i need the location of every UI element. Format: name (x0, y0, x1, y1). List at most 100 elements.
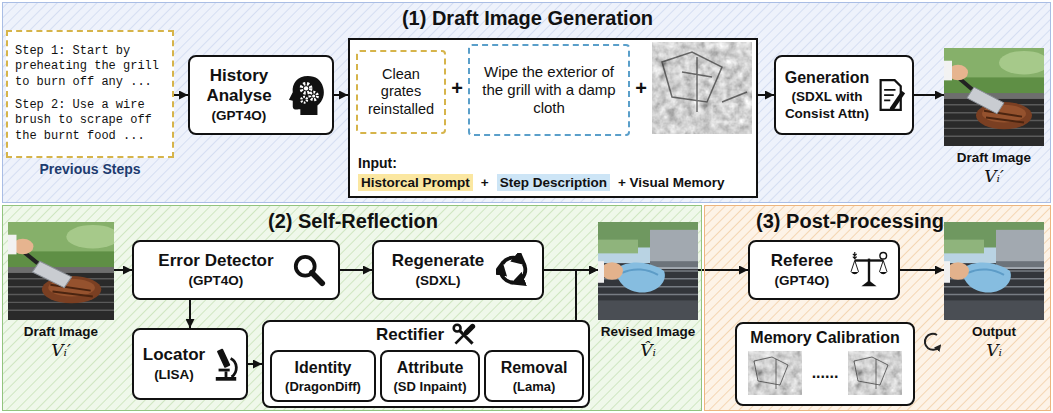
image-tile: Draft ImageVᵢ′ (944, 48, 1044, 187)
node-text: Rectifier (376, 324, 444, 346)
grill-photo (8, 222, 114, 320)
flow-arrow (174, 94, 188, 96)
process-box: Generation(SDXL with Consist Attn) (774, 55, 914, 135)
node-text: V̂ᵢ (598, 340, 698, 361)
caption-holder: Previous Steps (0, 161, 182, 177)
node-text: ...... (812, 364, 839, 382)
text-column: Attribute(SD Inpaint) (388, 358, 472, 395)
node-text: Draft Image (944, 150, 1044, 166)
scale-icon (868, 259, 870, 283)
node-text: Revised Image (598, 324, 698, 340)
node-text: Removal (501, 358, 568, 377)
node-text: Draft Image (8, 324, 114, 340)
node-text: Step 2: Use a wire brush to scrape off t… (15, 98, 165, 145)
text-column: Identity (DragonDiff) (278, 358, 368, 395)
memory-image (848, 351, 902, 395)
process-box: History Analyse(GPT4O) (188, 55, 334, 135)
text-column: Referee(GPT4O) (760, 251, 844, 290)
grill-photo (598, 261, 604, 283)
history-steps-box: Step 1: Start by preheating the grill to… (6, 30, 174, 158)
microscope-icon (219, 369, 230, 372)
node-text: + (478, 174, 492, 191)
text-column: Clean grates reinstalled (364, 66, 438, 118)
text-column: Removal(Lama) (492, 358, 576, 395)
group-title-holder: Rectifier (264, 323, 588, 347)
grill-photo (616, 263, 665, 293)
text-column: Locator(LISA) (141, 345, 207, 384)
node-text: (LISA) (154, 367, 194, 383)
text-column: Error Detector(GPT4O) (146, 251, 286, 290)
flow-arrow (758, 94, 774, 96)
node-text: Wipe the exterior of the grill with a da… (476, 63, 622, 117)
memory-image (662, 52, 747, 112)
grill-photo (598, 222, 698, 320)
process-box: Error Detector(GPT4O) (132, 240, 340, 300)
head-icon (301, 97, 307, 103)
node-text: Regenerate (392, 251, 485, 271)
flow-arrow (248, 363, 262, 365)
memory-image (712, 104, 737, 122)
node-text: Step 1: Start by preheating the grill to… (15, 44, 165, 91)
grill-photo (962, 263, 1011, 293)
grill-photo (8, 235, 16, 255)
recycle-icon (501, 268, 513, 282)
grill-photo (650, 230, 698, 269)
text-column: History Analyse(GPT4O) (196, 66, 282, 125)
scale-icon (851, 261, 887, 272)
node-text: Attribute (397, 358, 464, 377)
grill-photo (944, 261, 950, 283)
text-column: Regenerate(SDXL) (386, 251, 490, 290)
grill-photo (50, 285, 92, 297)
node-text: (2) Self-Reflection (3, 209, 703, 233)
node-text: (SDXL with Consist Attn) (782, 89, 872, 121)
process-box: Referee(GPT4O) (748, 240, 900, 300)
grill-photo (944, 300, 1044, 320)
memory-row: ...... (748, 351, 903, 395)
memory-box: Memory Calibration ...... (735, 322, 915, 406)
memory-image (754, 357, 788, 389)
label-holder: + (635, 77, 647, 100)
panel-ground (2, 205, 702, 411)
node-text: Identity (295, 358, 352, 377)
node-text: Error Detector (158, 251, 273, 271)
scale-icon (880, 252, 887, 259)
memory-image (848, 351, 902, 395)
scale-icon (853, 252, 857, 259)
process-box: Regenerate(SDXL) (372, 240, 544, 300)
scale-icon (850, 251, 888, 289)
grill-photo (944, 240, 984, 254)
microscope-icon (225, 371, 228, 377)
recycle-icon (502, 258, 521, 264)
grill-photo (967, 87, 1004, 113)
grill-photo (622, 269, 658, 275)
node-text: (DragonDiff) (285, 379, 361, 395)
panel-ground (2, 2, 1051, 203)
process-box: Locator(LISA) (132, 328, 248, 400)
flow-arrow (189, 300, 191, 328)
head-icon (301, 84, 311, 94)
image-tile: Draft ImageVᵢ′ (8, 222, 114, 361)
grill-photo (598, 263, 698, 320)
stage-panel: Step 1: Start by preheating the grill to… (2, 2, 1051, 203)
node-text: Output (944, 324, 1044, 340)
grill-photo (650, 261, 698, 267)
head-icon (304, 86, 308, 90)
grill-photo (944, 48, 1044, 146)
pen-icon (884, 90, 895, 101)
group-box: Identity (DragonDiff) Attribute(SD Inpaint… (262, 320, 590, 408)
flow-arrow (114, 269, 132, 271)
image-tile: OutputVᵢ (944, 222, 1044, 361)
tools-icon (454, 325, 461, 332)
grill-photo (944, 222, 1044, 320)
grill-photo (32, 261, 71, 287)
input-row: Historcal Prompt+Step Description+ Visua… (358, 174, 748, 191)
grill-photo (601, 262, 623, 280)
node-text: (3) Post-Processing (725, 209, 975, 233)
scale-icon (855, 259, 884, 261)
node-text: Memory Calibration (750, 328, 899, 347)
tool-box: Attribute(SD Inpaint) (380, 350, 480, 402)
tools-icon (452, 323, 476, 347)
plus-sign: + (635, 77, 647, 100)
text-column: Wipe the exterior of the grill with a da… (476, 63, 622, 117)
